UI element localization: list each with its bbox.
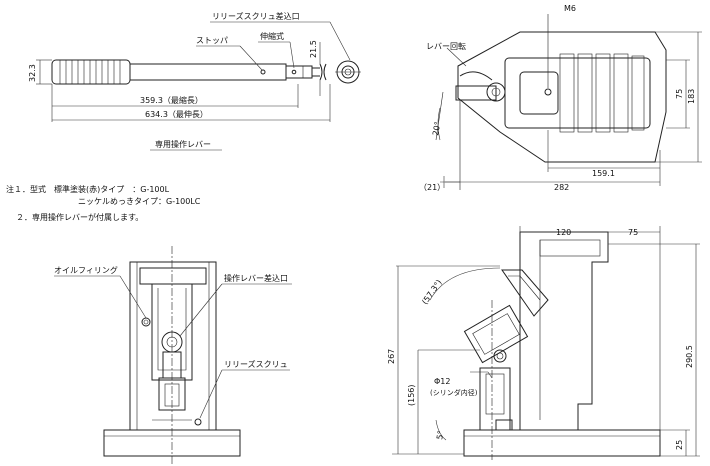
stopper-label: ストッパ bbox=[196, 36, 228, 45]
dim-phi-12: Φ12 bbox=[434, 377, 450, 386]
dim-75-side: 75 bbox=[675, 89, 684, 99]
side-view-drawing bbox=[392, 226, 700, 460]
dim-25: 25 bbox=[675, 440, 684, 450]
dim-75-top: 75 bbox=[628, 228, 638, 237]
dim-21-paren: （21） bbox=[419, 183, 445, 192]
note-line-1: 注１．型式 標準塗装(赤)タイプ ：G-100L bbox=[6, 185, 170, 194]
dim-max-length: 634.3（最伸長） bbox=[145, 109, 208, 119]
top-view-drawing bbox=[435, 14, 702, 190]
dim-282: 282 bbox=[554, 183, 569, 192]
dim-156: (156) bbox=[407, 384, 416, 406]
lever-caption: 専用操作レバー bbox=[155, 139, 211, 149]
dim-57-3: (57.3°) bbox=[420, 278, 443, 306]
telescopic-label: 伸縮式 bbox=[260, 31, 284, 41]
lever-rotation-label: レバー回転 bbox=[426, 42, 466, 51]
dim-21-5: 21.5 bbox=[309, 40, 318, 58]
dim-267: 267 bbox=[387, 349, 396, 364]
oil-filling-label: オイルフィリング bbox=[54, 265, 118, 275]
release-screw-insert-label: リリーズスクリュ差込口 bbox=[212, 11, 300, 21]
dim-183: 183 bbox=[687, 89, 696, 104]
dim-32-3: 32.3 bbox=[28, 64, 37, 82]
dim-290-5: 290.5 bbox=[685, 345, 694, 368]
release-screw-label: リリーズスクリュ bbox=[224, 359, 288, 369]
dim-20-deg: 20° bbox=[431, 121, 442, 137]
dim-min-length: 359.3（最縮長） bbox=[140, 95, 203, 105]
cylinder-inner-label: (シリンダ内径) bbox=[430, 388, 478, 397]
operating-lever-drawing bbox=[36, 21, 361, 151]
m6-label: M6 bbox=[564, 4, 576, 13]
note-line-3: ２．専用操作レバーが付属します。 bbox=[16, 213, 144, 222]
note-line-2: ニッケルめっきタイプ：G-100LC bbox=[78, 197, 201, 206]
dim-120: 120 bbox=[556, 228, 571, 237]
lever-insert-label: 操作レバー差込口 bbox=[224, 273, 288, 283]
dim-159-1: 159.1 bbox=[592, 169, 615, 178]
dim-5-deg: 5° bbox=[435, 430, 445, 441]
front-view-drawing bbox=[54, 246, 292, 466]
